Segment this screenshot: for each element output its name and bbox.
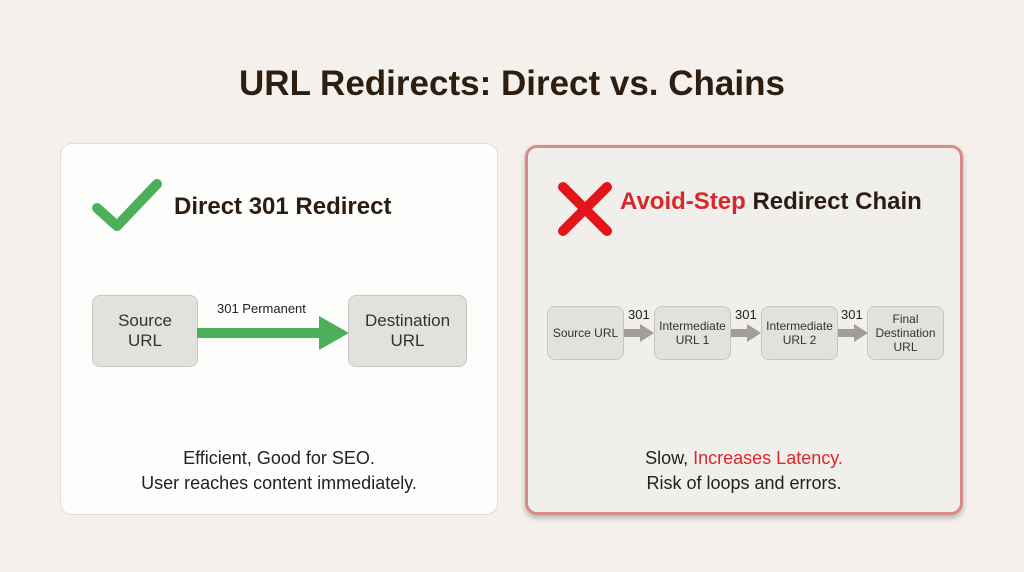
heading-warning: Avoid-Step — [620, 188, 746, 215]
heading-rest: Redirect Chain — [745, 188, 922, 215]
arrow-icon — [838, 324, 868, 342]
destination-url-node: Destination URL — [348, 295, 467, 367]
caption-line-2: Risk of loops and errors. — [646, 473, 842, 493]
arrow-label-2: 301 — [735, 307, 757, 322]
chain-heading: Avoid-Step Redirect Chain — [620, 188, 922, 216]
chain-node-source: Source URL — [547, 306, 624, 360]
chain-node-final: Final Destination URL — [867, 306, 944, 360]
direct-redirect-panel: Direct 301 Redirect Source URL 301 Perma… — [60, 143, 498, 515]
caption-highlight: Increases Latency. — [693, 448, 843, 468]
direct-heading: Direct 301 Redirect — [174, 193, 392, 220]
direct-caption: Efficient, Good for SEO. User reaches co… — [61, 446, 497, 496]
cross-icon — [558, 182, 612, 236]
page-title: URL Redirects: Direct vs. Chains — [239, 64, 785, 103]
caption-line-2: User reaches content immediately. — [141, 473, 417, 493]
caption-line-1: Slow, Increases Latency. — [528, 446, 960, 471]
arrow-icon — [624, 324, 654, 342]
arrow-label-1: 301 — [628, 307, 650, 322]
caption-prefix: Slow, — [645, 448, 694, 468]
chain-caption: Slow, Increases Latency. Risk of loops a… — [528, 446, 960, 496]
arrow-label: 301 Permanent — [217, 301, 306, 316]
source-url-node: Source URL — [92, 295, 198, 367]
redirect-chain-panel: Avoid-Step Redirect Chain Source URL Int… — [525, 145, 963, 515]
chain-node-intermediate-1: Intermediate URL 1 — [654, 306, 731, 360]
checkmark-icon — [92, 179, 162, 231]
arrow-label-3: 301 — [841, 307, 863, 322]
arrow-icon — [197, 316, 349, 350]
caption-line-1: Efficient, Good for SEO. — [183, 448, 375, 468]
arrow-icon — [731, 324, 761, 342]
chain-node-intermediate-2: Intermediate URL 2 — [761, 306, 838, 360]
